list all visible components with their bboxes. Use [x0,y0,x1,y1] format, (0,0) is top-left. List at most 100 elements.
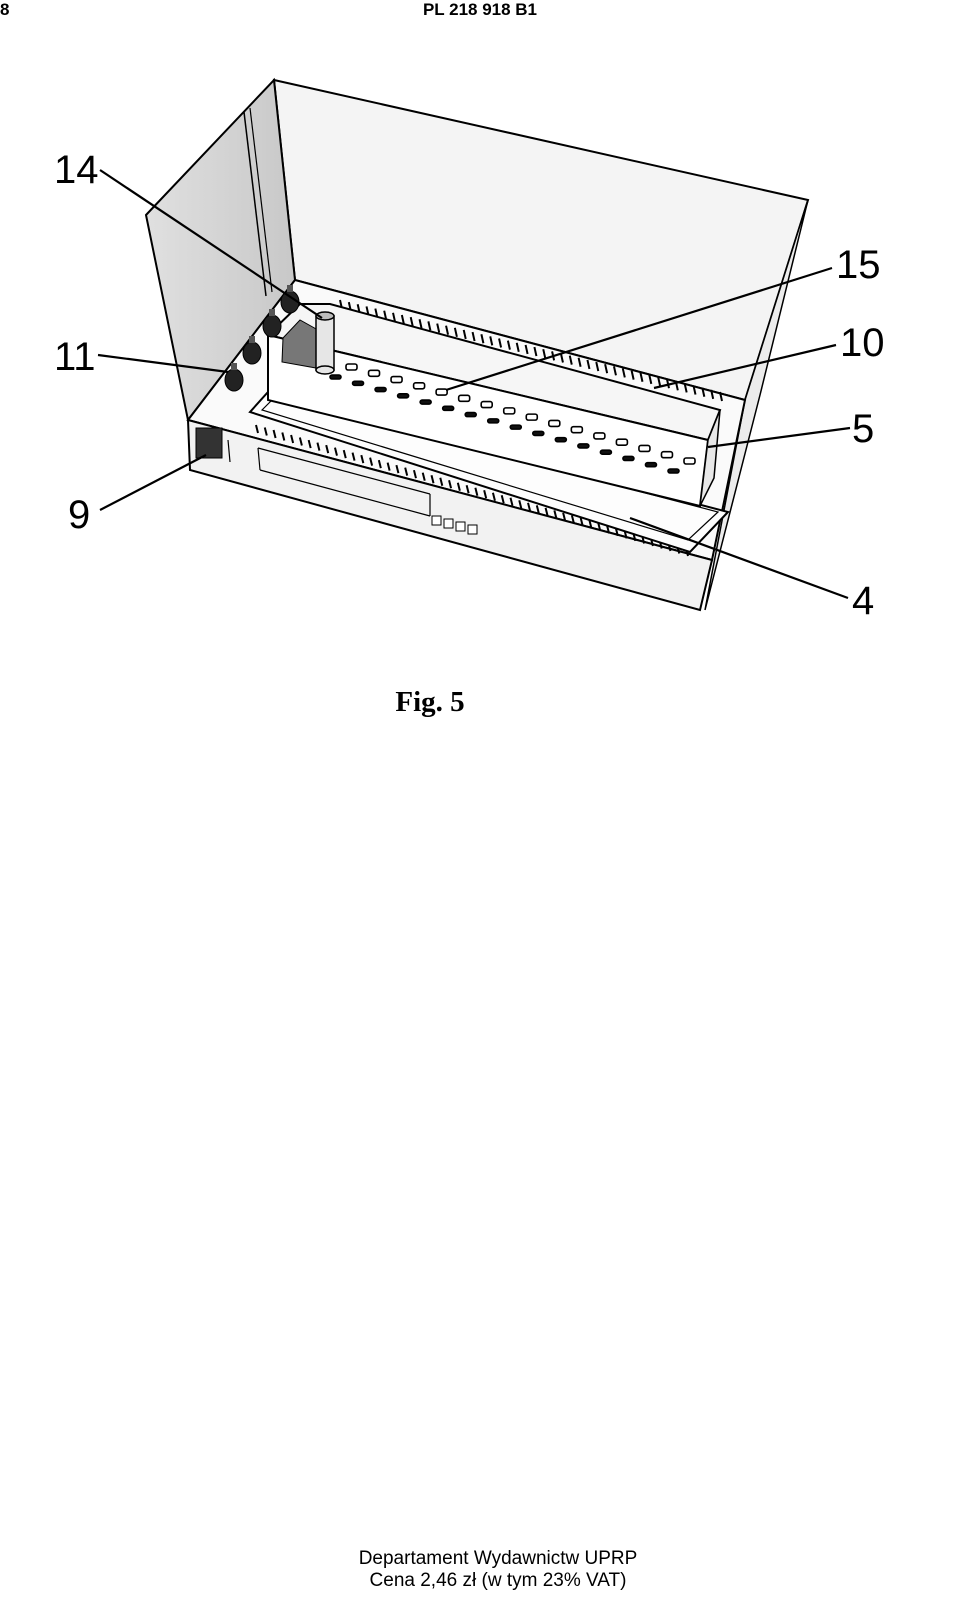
nozzle-shadow [622,455,635,462]
front-slot [360,454,365,464]
front-slot [404,467,409,476]
callout-15: 15 [836,243,881,287]
lamp-row [224,285,300,392]
nozzle [615,438,629,447]
front-slot [439,477,444,486]
front-slot [456,482,461,491]
back-slot [621,368,626,378]
nozzle [480,400,494,409]
front-slot [491,492,496,502]
back-slot [392,312,396,323]
nozzle-row [329,363,696,474]
nozzle-shadow [644,461,658,468]
leader-line-4 [629,516,849,600]
front-slot [430,474,435,484]
nozzle-shadow [441,405,455,412]
front-slot [562,512,567,522]
lamp-cap [287,285,293,292]
front-slot [412,469,417,479]
back-slot [498,338,503,348]
base-front-line [259,469,431,517]
document-id: PL 218 918 B1 [422,0,538,19]
nozzle [593,432,606,440]
callout-9: 9 [68,493,90,537]
nozzle-shadow [509,424,523,430]
back-slot [657,376,662,387]
nozzle-shadow [531,430,545,437]
front-slot [588,520,593,529]
control-button [455,521,466,532]
patent-drawing: 14 15 11 10 5 9 4 [54,77,885,623]
front-slot [421,472,426,481]
nozzle [683,457,696,465]
right-wall [704,199,809,611]
nozzle [345,363,358,371]
back-slot [489,336,494,346]
figure-caption: Fig. 5 [395,686,465,718]
front-slot [290,434,295,444]
front-slot [369,457,374,466]
leader-line-5 [707,426,851,449]
front-slot [316,442,321,451]
control-button [467,524,478,535]
back-slot [480,334,485,344]
front-slot [518,500,523,509]
nozzle-shadow [577,443,590,449]
back-slot [639,372,644,382]
trough-right-end [699,409,721,507]
front-slot [509,497,514,507]
back-slot [533,346,538,357]
front-slot [527,502,532,512]
back-slot [719,391,723,402]
back-slot [436,323,441,333]
nozzle-shadow [667,468,680,474]
back-slot [595,361,600,372]
nozzle-shadow [374,386,387,393]
back-slot [710,389,715,400]
left-wall-edge [243,111,267,297]
footer-publisher: Departament Wydawnictw UPRP [358,1548,638,1569]
leader-line-11 [97,353,229,374]
lamp-cap [231,363,237,370]
lamp [262,314,282,338]
leader-line-9 [99,454,207,511]
front-slot [272,429,277,439]
front-slot [500,495,505,504]
front-slot [342,449,347,459]
back-slot [612,366,617,376]
control-button [431,515,442,526]
back-slot [418,319,423,329]
footer-price: Cena 2,46 zł (w tym 23% VAT) [369,1570,627,1591]
front-slot [334,447,338,456]
outer-tray [248,390,730,554]
callout-14: 14 [54,148,99,192]
nozzle [638,444,651,453]
front-slot [474,487,479,496]
leader-line-10 [653,343,837,390]
back-slot [409,316,414,327]
cylinder [315,315,335,371]
back-slot [427,321,432,331]
front-slot [325,444,330,454]
vent-grille [195,427,223,459]
back-slot [445,325,450,335]
front-slot [351,452,356,461]
base-front-line [227,439,231,463]
back-slot [400,314,405,325]
nozzle-shadow [464,411,478,418]
nozzle-shadow [554,436,568,443]
back-slot [692,385,697,395]
base-front [186,418,714,612]
back-slot [524,344,529,355]
front-slot [597,522,602,532]
front-slot [298,437,303,446]
nozzle [502,407,516,415]
nozzle-shadow [396,392,410,399]
front-slot [395,464,400,474]
nozzle [547,419,561,428]
front-slot [448,479,453,489]
lamp-cap [269,309,275,316]
back-slot [462,329,467,340]
front-slot [483,490,488,499]
front-slot [386,462,391,471]
